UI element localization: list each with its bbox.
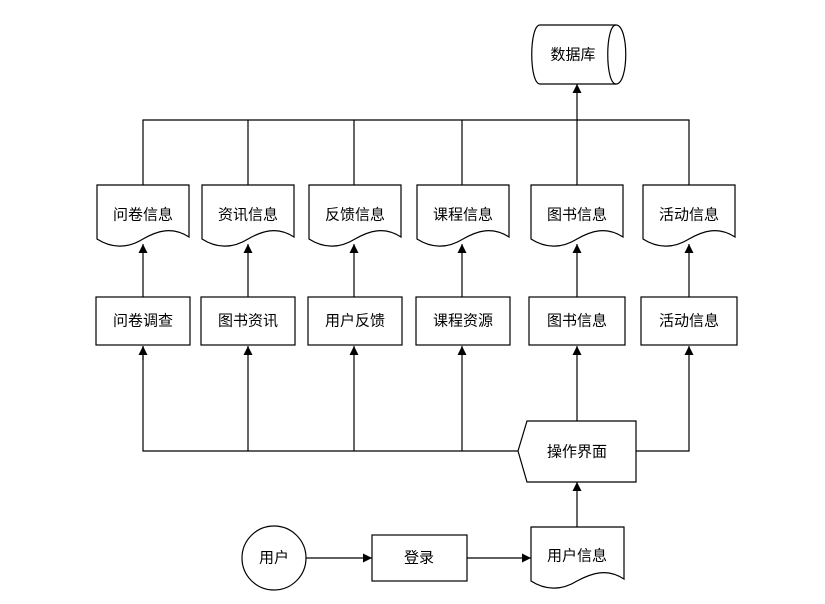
module-box-4-label: 课程资源	[433, 312, 493, 330]
user-info-doc: 用户信息	[530, 526, 625, 589]
module-box-6: 活动信息	[640, 296, 738, 346]
info-doc-3-label: 反馈信息	[325, 206, 385, 224]
interface-node: 操作界面	[517, 420, 637, 483]
user-info-label: 用户信息	[547, 547, 607, 565]
info-doc-3: 反馈信息	[308, 184, 402, 247]
module-box-3: 用户反馈	[307, 296, 403, 346]
interface-label: 操作界面	[547, 443, 607, 461]
login-label: 登录	[404, 549, 434, 567]
module-box-1-label: 问卷调查	[113, 312, 173, 330]
module-box-2-label: 图书资讯	[218, 312, 278, 330]
info-doc-4-label: 课程信息	[433, 206, 493, 224]
user-label: 用户	[259, 549, 289, 567]
bus-from-interface	[142, 346, 525, 452]
info-doc-6: 活动信息	[642, 184, 736, 247]
bus-to-database	[142, 119, 690, 185]
bus-from-interface-right	[636, 346, 694, 452]
database-label: 数据库	[550, 46, 595, 64]
module-box-5-label: 图书信息	[547, 312, 607, 330]
info-doc-5: 图书信息	[530, 184, 624, 247]
info-doc-1-label: 问卷信息	[113, 206, 173, 224]
module-box-3-label: 用户反馈	[325, 312, 385, 330]
info-doc-5-label: 图书信息	[547, 206, 607, 224]
info-doc-2: 资讯信息	[201, 184, 295, 247]
info-doc-4: 课程信息	[416, 184, 510, 247]
info-doc-1: 问卷信息	[96, 184, 190, 247]
info-doc-6-label: 活动信息	[659, 206, 719, 224]
database-node: 数据库	[531, 24, 627, 85]
module-box-4: 课程资源	[415, 296, 511, 346]
module-box-5: 图书信息	[528, 296, 626, 346]
module-box-6-label: 活动信息	[659, 312, 719, 330]
login-node: 登录	[371, 534, 468, 582]
info-doc-2-label: 资讯信息	[218, 206, 278, 224]
module-box-2: 图书资讯	[200, 296, 296, 346]
user-node: 用户	[241, 525, 307, 591]
module-box-1: 问卷调查	[95, 296, 191, 346]
